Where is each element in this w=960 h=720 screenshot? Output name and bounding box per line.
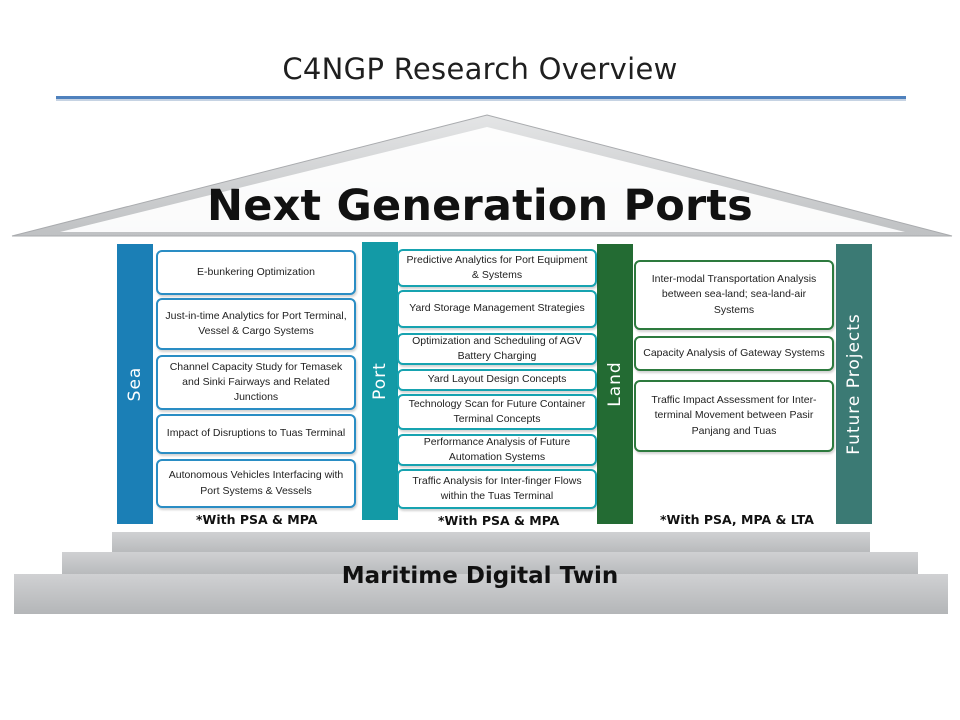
port-item: Performance Analysis of Future Automatio… (397, 434, 597, 466)
page-title: C4NGP Research Overview (282, 52, 678, 86)
title-divider (56, 96, 906, 99)
pillar-port-label: Port (370, 362, 390, 400)
sea-item: Impact of Disruptions to Tuas Terminal (156, 414, 356, 454)
land-partner-note: *With PSA, MPA & LTA (660, 512, 814, 527)
base-step-bottom (14, 574, 948, 614)
base-label: Maritime Digital Twin (341, 563, 619, 589)
pillar-future-projects: Future Projects (836, 244, 872, 524)
roof-inner (60, 127, 905, 232)
pillar-sea: Sea (117, 244, 153, 524)
port-item: Technology Scan for Future Container Ter… (397, 394, 597, 430)
roof-label: Next Generation Ports (207, 181, 753, 231)
port-item: Traffic Analysis for Inter-finger Flows … (397, 469, 597, 509)
port-item: Optimization and Scheduling of AGV Batte… (397, 333, 597, 365)
base-step-middle (62, 552, 918, 578)
pillar-land-label: Land (605, 361, 625, 407)
sea-partner-note: *With PSA & MPA (196, 512, 318, 527)
port-item: Predictive Analytics for Port Equipment … (397, 249, 597, 287)
sea-item: Autonomous Vehicles Interfacing with Por… (156, 459, 356, 508)
sea-item: Channel Capacity Study for Temasek and S… (156, 355, 356, 410)
pillar-land: Land (597, 244, 633, 524)
port-item: Yard Layout Design Concepts (397, 369, 597, 391)
pillar-future-projects-label: Future Projects (844, 313, 864, 455)
port-item: Yard Storage Management Strategies (397, 290, 597, 328)
land-item: Traffic Impact Assessment for Inter-term… (634, 380, 834, 452)
pillar-sea-label: Sea (125, 366, 145, 402)
land-item: Capacity Analysis of Gateway Systems (634, 336, 834, 371)
pillar-port: Port (362, 242, 398, 520)
port-partner-note: *With PSA & MPA (438, 513, 560, 528)
sea-item: E-bunkering Optimization (156, 250, 356, 295)
land-item: Inter-modal Transportation Analysis betw… (634, 260, 834, 330)
sea-item: Just-in-time Analytics for Port Terminal… (156, 298, 356, 350)
title-divider-shadow (56, 99, 906, 101)
